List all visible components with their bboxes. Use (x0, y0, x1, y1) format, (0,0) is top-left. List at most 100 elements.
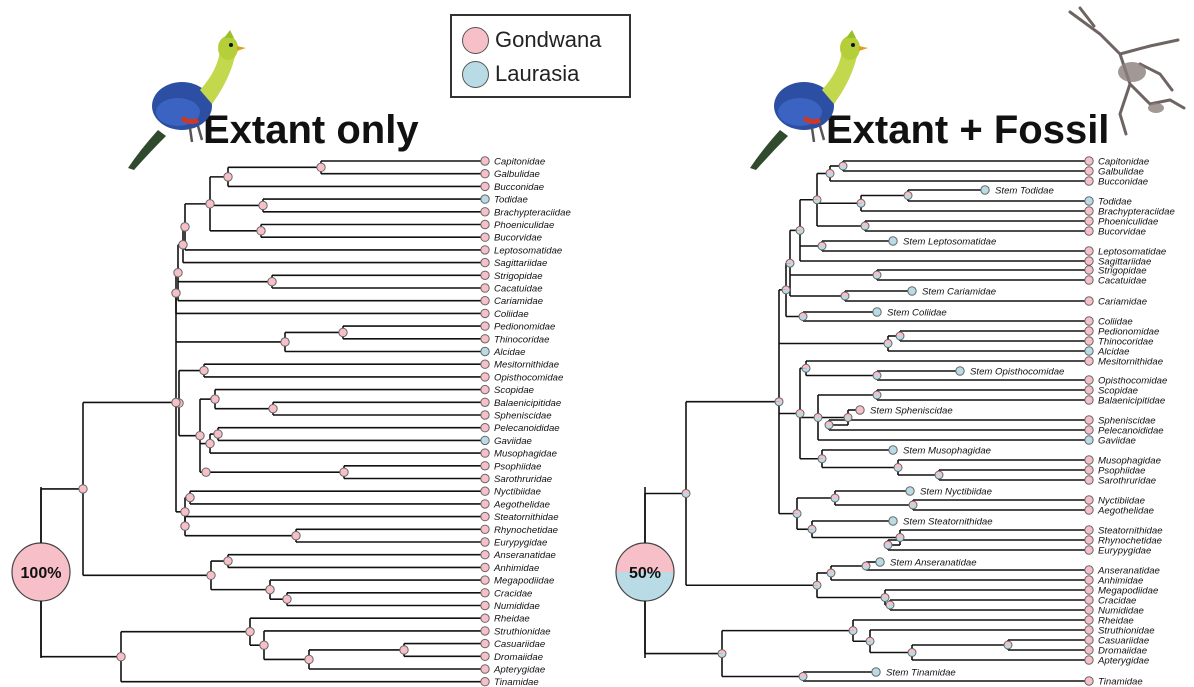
ancestral-node-13 (895, 331, 905, 341)
ancestral-node-4 (860, 221, 870, 231)
tip-state-27 (1084, 425, 1094, 435)
tip-state-24 (1084, 395, 1094, 405)
tip-state-23 (480, 448, 490, 458)
tip-label-45: Numididae (1098, 606, 1144, 617)
ancestral-node-37 (681, 488, 691, 498)
ancestral-node-16 (205, 438, 215, 449)
tip-label-22: Opisthocomidae (1098, 376, 1167, 387)
tip-state-25 (855, 405, 865, 415)
tip-state-47 (1084, 625, 1094, 635)
ancestral-node-19 (195, 430, 205, 441)
tip-label-47: Struthionidae (1098, 626, 1155, 637)
gondwana-swatch-icon (462, 26, 489, 54)
ancestral-node-22 (291, 530, 301, 541)
tip-state-35 (1084, 505, 1094, 515)
legend-label-gondwana: Gondwana (495, 27, 602, 52)
ancestral-node-28 (265, 584, 275, 595)
tip-label-32: Sarothruridae (1098, 476, 1156, 487)
tip-label-28: Steatornithidae (494, 512, 559, 523)
tip-label-11: Cariamidae (494, 296, 543, 307)
fossil-tip-label-13: Stem Cariamidae (922, 287, 996, 298)
tip-label-24: Balaenicipitidae (1098, 396, 1165, 407)
tip-label-20: Spheniscidae (494, 411, 552, 422)
tip-label-7: Leptosomatidae (494, 245, 562, 256)
tip-state-32 (1084, 475, 1094, 485)
tip-label-6: Bucorvidae (494, 233, 542, 244)
tip-state-39 (480, 651, 490, 661)
tip-state-4 (480, 207, 490, 217)
tip-state-40 (480, 664, 490, 674)
tip-label-14: Thinocoridae (494, 334, 549, 345)
tip-label-38: Rhynochetidae (1098, 536, 1162, 547)
tip-state-51 (871, 667, 881, 677)
tip-state-10 (1084, 256, 1094, 266)
fossil-tip-label-33: Stem Nyctibiidae (920, 487, 992, 498)
tip-label-29: Rhynochetidae (494, 525, 558, 536)
tip-state-18 (480, 384, 490, 395)
tip-label-46: Rheidae (1098, 616, 1134, 627)
tip-state-29 (480, 524, 490, 534)
ancestral-node-17 (872, 390, 882, 400)
ancestral-node-31 (774, 397, 784, 407)
tip-state-28 (480, 511, 490, 522)
tip-label-26: Nyctibiidae (494, 487, 541, 498)
tip-state-21 (480, 423, 490, 433)
laurasia-swatch-icon (462, 60, 489, 88)
tip-state-48 (1084, 635, 1094, 645)
ancestral-node-21 (934, 470, 944, 480)
tip-state-23 (1084, 385, 1094, 395)
tip-label-44: Cracidae (1098, 596, 1136, 607)
tip-state-36 (480, 613, 490, 623)
tip-state-33 (480, 575, 490, 585)
tip-label-39: Dromaiidae (494, 652, 543, 663)
tip-label-13: Pedionomidae (494, 322, 555, 333)
ancestral-node-11 (280, 337, 290, 347)
ancestral-node-31 (399, 645, 409, 655)
tip-state-8 (888, 236, 898, 246)
tip-state-2 (1084, 176, 1094, 186)
tip-label-5: Brachypteraciidae (1098, 207, 1175, 218)
tip-label-18: Scopidae (494, 385, 534, 396)
tip-state-39 (1084, 545, 1094, 555)
tip-label-36: Rheidae (494, 614, 530, 625)
tip-state-12 (1084, 275, 1094, 285)
ancestral-node-42 (798, 672, 808, 681)
tip-state-35 (480, 600, 490, 611)
ancestral-node-32 (861, 561, 871, 571)
tip-label-7: Bucorvidae (1098, 227, 1146, 238)
ancestral-node-21 (185, 492, 195, 503)
tip-state-19 (480, 397, 490, 407)
ancestral-node-25 (171, 397, 181, 408)
tip-state-46 (1084, 615, 1094, 625)
tip-state-5 (1084, 206, 1094, 216)
tip-label-19: Balaenicipitidae (494, 398, 561, 409)
fossil-tip-label-15: Stem Coliidae (887, 308, 947, 319)
fossil-tip-label-40: Stem Anseranatidae (890, 558, 977, 569)
tip-label-26: Spheniscidae (1098, 416, 1156, 427)
ancestral-node-14 (883, 339, 893, 348)
root-probability-label: 50% (629, 565, 661, 582)
tip-state-22 (480, 435, 490, 446)
ancestral-node-39 (907, 648, 917, 657)
tip-label-22: Gaviidae (494, 436, 532, 447)
tip-label-27: Pelecanoididae (1098, 426, 1164, 437)
ancestral-node-41 (848, 626, 858, 636)
ancestral-node-9 (840, 291, 850, 301)
tip-label-50: Apterygidae (1097, 656, 1149, 667)
tip-label-10: Sagittariidae (1098, 257, 1151, 268)
tip-state-36 (888, 516, 898, 526)
ancestral-node-8 (872, 270, 882, 280)
tip-label-4: Brachypteraciidae (494, 207, 571, 218)
ancestral-node-6 (178, 240, 188, 250)
tip-label-2: Bucconidae (1098, 177, 1148, 188)
ancestral-node-9 (171, 288, 181, 298)
ancestral-node-18 (824, 420, 834, 430)
tip-state-25 (480, 473, 490, 484)
ancestral-node-23 (817, 454, 827, 464)
tip-state-37 (1084, 525, 1094, 535)
tip-label-10: Cacatuidae (494, 284, 543, 295)
ancestral-node-24 (180, 507, 190, 517)
tip-state-49 (1084, 645, 1094, 655)
ancestral-node-23 (180, 521, 190, 531)
